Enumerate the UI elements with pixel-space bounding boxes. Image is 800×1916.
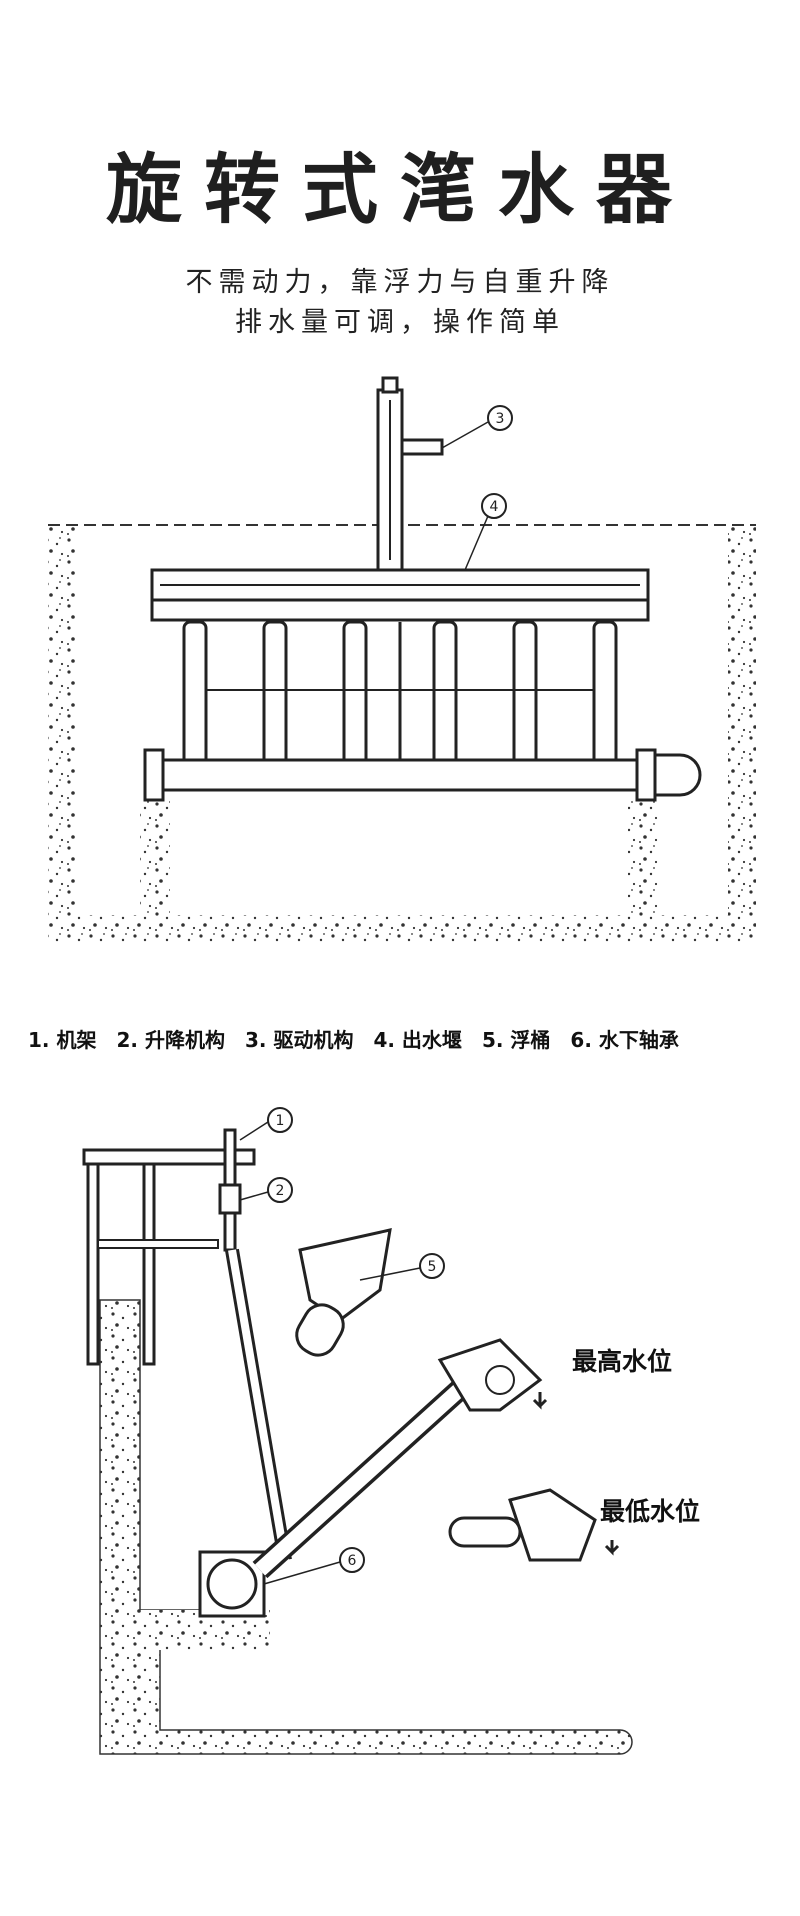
lift-rod-inner bbox=[228, 1249, 289, 1561]
tank-right-wall bbox=[728, 525, 756, 945]
side-view-diagram: 最高水位 最低水位 1 2 5 6 bbox=[82, 1107, 700, 1755]
legend-item-6: 6. 水下轴承 bbox=[570, 1028, 679, 1052]
float-pipes bbox=[182, 620, 618, 769]
front-view-diagram: 3 4 bbox=[48, 376, 756, 945]
outlet-elbow bbox=[653, 753, 702, 797]
callout-3-circle bbox=[487, 405, 513, 431]
callout-5-number: 5 bbox=[428, 1259, 437, 1275]
parts-legend: 1. 机架 2. 升降机构 3. 驱动机构 4. 出水堰 5. 浮桶 6. 水下… bbox=[28, 1024, 788, 1053]
left-support-pier bbox=[140, 800, 170, 915]
callout-1-circle bbox=[267, 1107, 293, 1133]
callout-2-leader bbox=[239, 1191, 269, 1201]
weir-head-low bbox=[508, 1488, 597, 1562]
left-flange bbox=[143, 748, 165, 802]
callout-4-circle bbox=[481, 493, 507, 519]
callout-4-leader bbox=[464, 515, 489, 571]
mast-cap bbox=[381, 376, 399, 394]
legend-item-3: 3. 驱动机构 bbox=[244, 1028, 354, 1052]
bearing-circle bbox=[206, 1558, 258, 1610]
highest-water-level-label: 最高水位 bbox=[572, 1347, 672, 1376]
legend-item-1: 1. 机架 bbox=[28, 1028, 97, 1052]
callout-2-number: 2 bbox=[276, 1183, 285, 1199]
arrow-highest-icon bbox=[532, 1392, 548, 1410]
callout-6-leader bbox=[263, 1561, 341, 1585]
callout-3-number: 3 bbox=[496, 411, 505, 427]
subtitle-line-1: 不需动力，靠浮力与自重升降 bbox=[185, 267, 615, 298]
frame-top-beam bbox=[82, 1148, 256, 1166]
frame-post-right bbox=[142, 1162, 156, 1366]
callout-5-leader bbox=[359, 1267, 421, 1281]
frame-crossbar bbox=[97, 1239, 219, 1249]
arrow-lowest-icon bbox=[604, 1540, 620, 1556]
callout-3-leader bbox=[441, 421, 489, 449]
frame-post-left bbox=[86, 1162, 100, 1366]
legend-item-4: 4. 出水堰 bbox=[373, 1028, 462, 1052]
callout-4-number: 4 bbox=[490, 499, 499, 515]
float-tube bbox=[295, 1303, 345, 1357]
weir-head-high-detail bbox=[485, 1365, 515, 1395]
lift-nut bbox=[218, 1183, 242, 1215]
legend-item-2: 2. 升降机构 bbox=[116, 1028, 225, 1052]
subtitle-line-2: 排水量可调，操作简单 bbox=[235, 307, 565, 338]
callout-1-leader bbox=[239, 1121, 269, 1141]
collector-pipe bbox=[158, 758, 642, 792]
callout-6-circle bbox=[339, 1547, 365, 1573]
right-support-pier bbox=[628, 800, 658, 915]
float-tank bbox=[298, 1228, 392, 1322]
lowest-water-level-label: 最低水位 bbox=[600, 1497, 700, 1526]
tank-floor bbox=[48, 915, 756, 945]
page-title: 旋转式滗水器 bbox=[106, 145, 694, 234]
callout-6-number: 6 bbox=[348, 1553, 357, 1569]
callout-1-number: 1 bbox=[276, 1113, 285, 1129]
weir-arm-inner bbox=[254, 1374, 476, 1576]
weir-frame-bottom bbox=[150, 598, 650, 622]
drive-motor bbox=[400, 438, 444, 456]
legend-item-5: 5. 浮桶 bbox=[481, 1028, 551, 1052]
right-flange bbox=[635, 748, 657, 802]
callout-5-circle bbox=[419, 1253, 445, 1279]
callout-2-circle bbox=[267, 1177, 293, 1203]
tank-left-wall bbox=[48, 525, 76, 945]
weir-head-low-tube bbox=[448, 1516, 522, 1548]
